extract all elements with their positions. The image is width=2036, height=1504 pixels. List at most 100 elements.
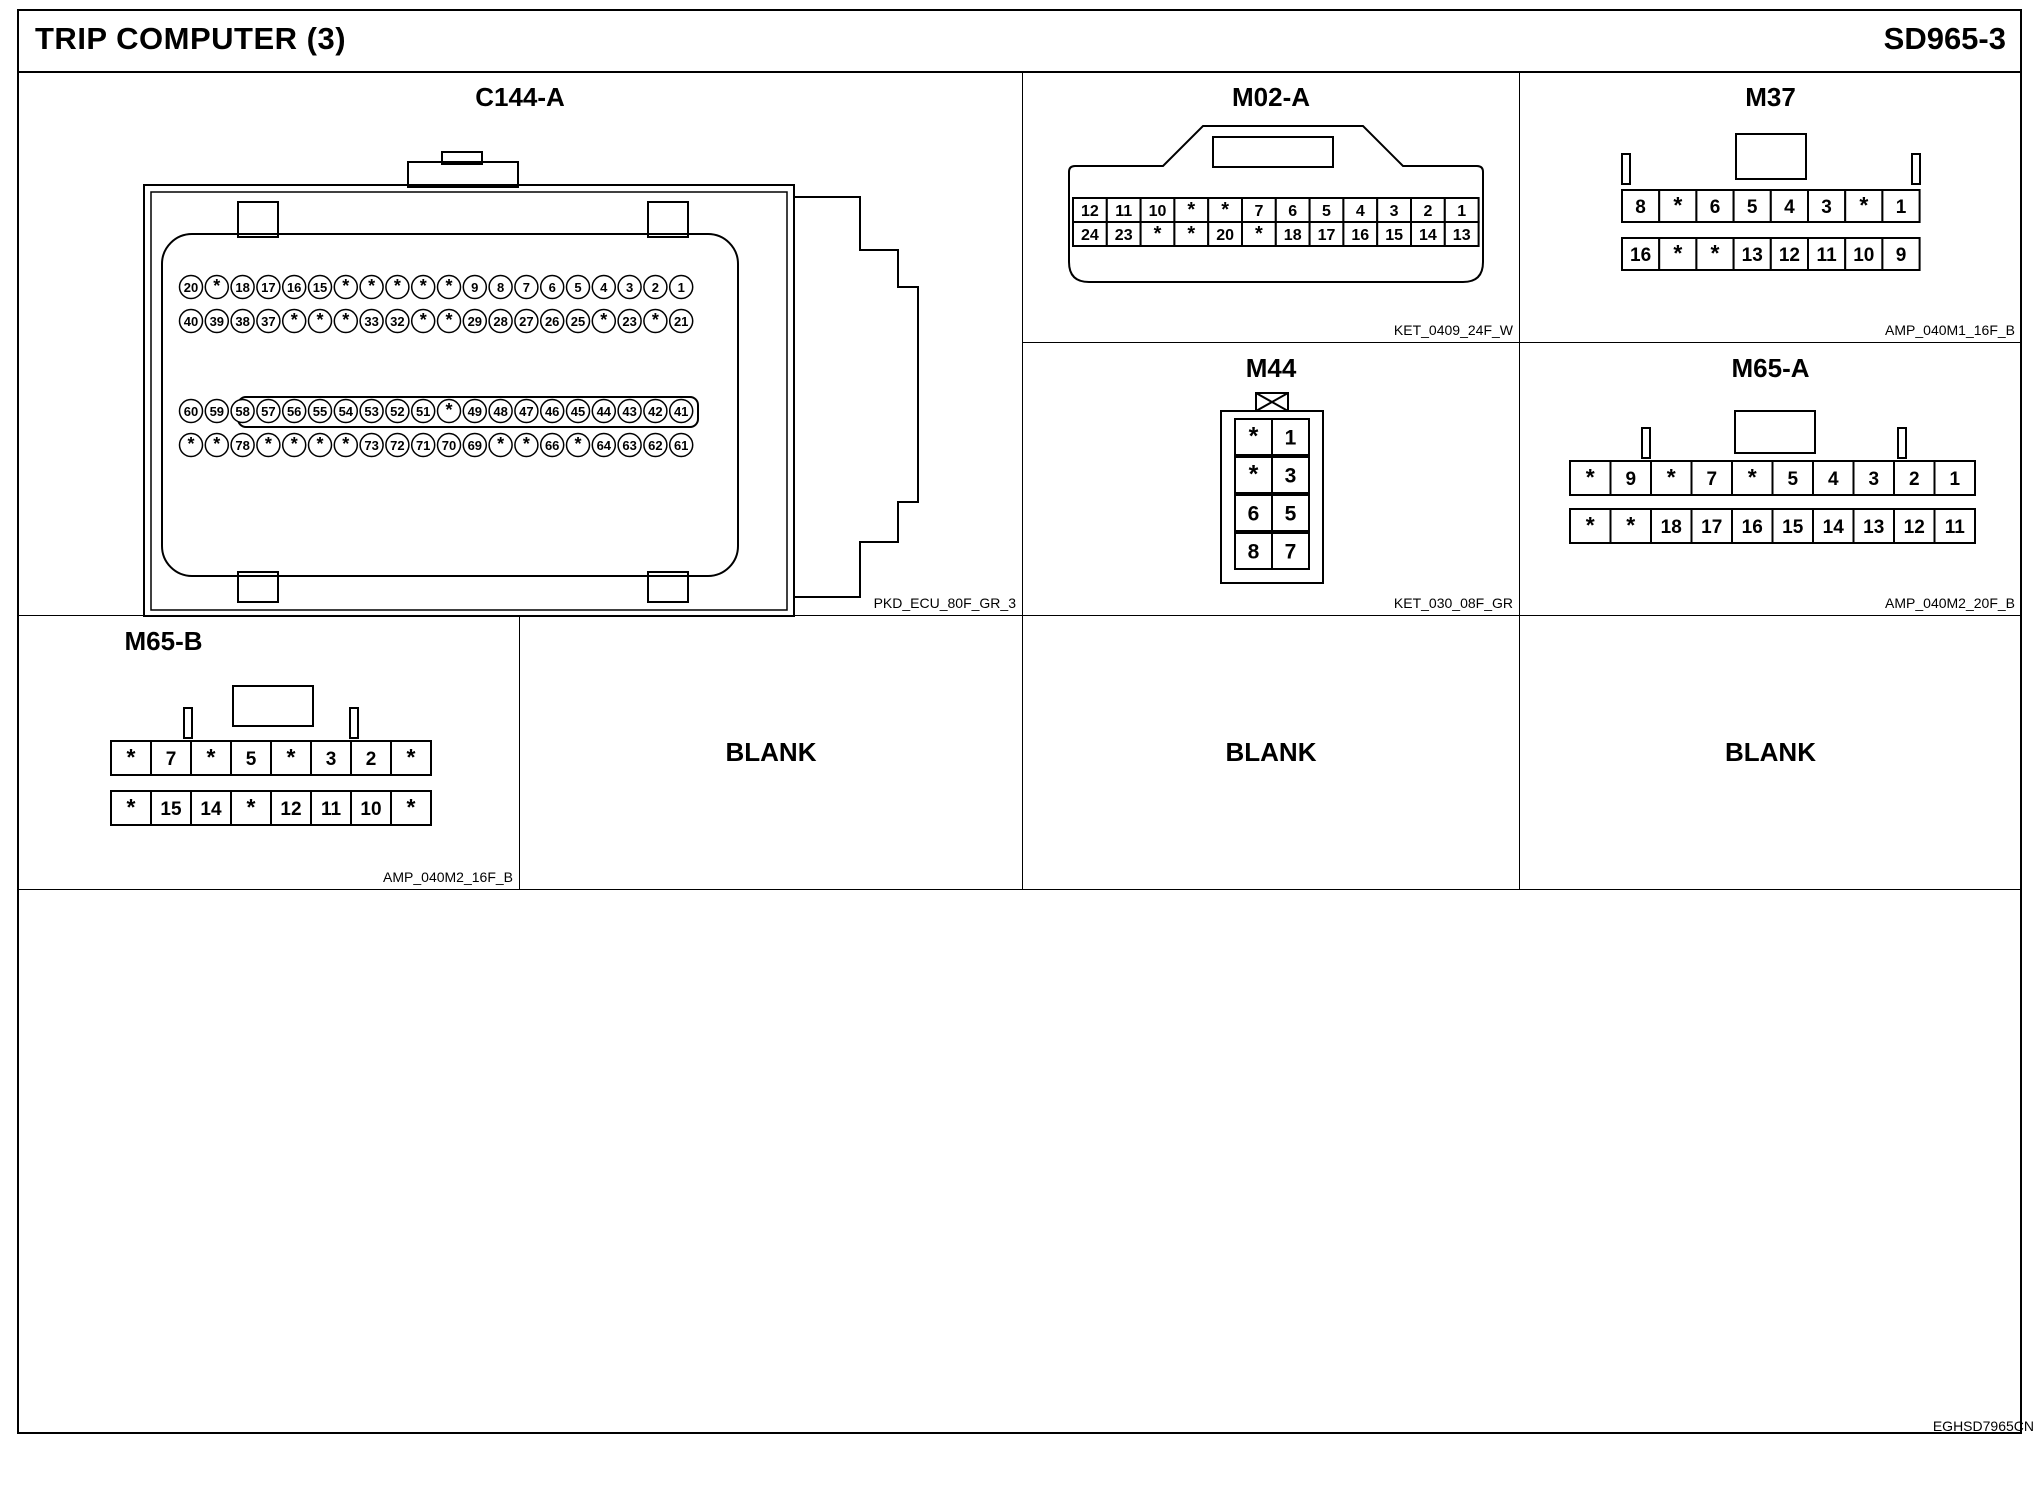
pin-circle	[178, 398, 204, 424]
pin-label: *	[1249, 423, 1259, 451]
pin-label: 27	[519, 314, 533, 329]
pin-label: 33	[364, 314, 378, 329]
pin-label: 62	[648, 438, 662, 453]
pin-label: *	[407, 794, 416, 820]
pin-label: *	[497, 434, 504, 454]
pin-cell	[1443, 221, 1480, 247]
pin-circle	[230, 274, 255, 300]
pin-circle	[591, 308, 617, 334]
pin-cell	[150, 790, 192, 826]
pin-label: *	[600, 310, 607, 330]
pin-label: *	[247, 794, 256, 820]
pin-cell	[390, 790, 432, 826]
pin-label: *	[342, 310, 349, 330]
pin-label: 15	[313, 280, 327, 295]
pin-label: 14	[200, 799, 222, 820]
pin-cell	[1271, 494, 1310, 532]
pin-circle	[410, 274, 436, 300]
connector-name: C144-A	[475, 82, 565, 112]
pin-label: 23	[622, 314, 636, 329]
pin-cell	[1852, 460, 1895, 496]
pin-circle	[436, 308, 462, 334]
blank-panel-2: BLANK	[1022, 615, 1520, 890]
pin-circle	[256, 274, 281, 300]
pin-label: 26	[545, 314, 559, 329]
pin-cell	[1771, 460, 1814, 496]
connector-ref: AMP_040M1_16F_B	[1885, 322, 2015, 338]
pin-cell	[1234, 418, 1273, 456]
pin-cell	[1933, 508, 1976, 544]
pin-circle	[643, 432, 668, 458]
connector-name: M37	[1745, 82, 1796, 112]
pin-circle	[436, 432, 462, 458]
pin-circle	[256, 308, 281, 334]
pin-circle	[462, 432, 488, 458]
pin-label: 10	[360, 799, 381, 820]
connector-name: M65-A	[1731, 353, 1810, 383]
pin-cell	[1173, 221, 1210, 247]
m65a-post-left	[1641, 427, 1651, 459]
pin-cell	[1658, 237, 1698, 271]
pin-circle	[410, 308, 436, 334]
pin-label: 54	[339, 404, 354, 419]
pin-cell	[190, 740, 232, 776]
connector-ref: KET_030_08F_GR	[1393, 595, 1513, 611]
pin-label: 47	[519, 404, 533, 419]
pin-label: 3	[1821, 197, 1832, 218]
pin-label: 11	[1817, 245, 1838, 266]
pin-label: 41	[674, 404, 688, 419]
pin-label: *	[1187, 199, 1195, 221]
m37-post-right	[1911, 153, 1921, 185]
pin-circle	[617, 274, 642, 300]
page-title: TRIP COMPUTER (3)	[35, 21, 347, 56]
pin-label: 18	[235, 280, 249, 295]
pin-circle	[514, 274, 539, 300]
pin-circle	[281, 432, 307, 458]
pin-label: 8	[1248, 541, 1260, 564]
pin-circle	[307, 432, 333, 458]
guide-left-top	[237, 201, 279, 238]
pin-circle	[256, 398, 281, 424]
pin-circle	[617, 398, 642, 424]
connector-ref: AMP_040M2_20F_B	[1885, 595, 2015, 611]
pin-cell	[1207, 221, 1243, 247]
pin-cell	[1933, 460, 1976, 496]
pin-label: 18	[1661, 517, 1682, 538]
pin-label: 39	[210, 314, 224, 329]
pin-cell	[1731, 508, 1774, 544]
pin-label: *	[291, 434, 298, 454]
pin-circle	[385, 274, 410, 300]
pin-label: 73	[364, 438, 378, 453]
pin-circle	[204, 308, 230, 334]
pin-label: *	[1255, 223, 1263, 245]
pin-label: *	[1711, 240, 1720, 266]
pin-label: 61	[674, 438, 688, 453]
pin-circle	[617, 432, 642, 458]
pin-cell	[1234, 494, 1273, 532]
pin-label: 57	[261, 404, 275, 419]
pin-label: *	[291, 310, 298, 330]
pin-label: *	[1586, 464, 1595, 490]
diagram-code: SD965-3	[1883, 21, 2006, 56]
pin-label: *	[207, 744, 216, 770]
pin-circle	[565, 432, 591, 458]
pin-label: *	[407, 744, 416, 770]
pin-label: 37	[261, 314, 275, 329]
pin-label: 17	[1701, 517, 1722, 538]
pin-label: 12	[1081, 203, 1099, 220]
pin-label: 20	[1216, 227, 1234, 244]
pin-label: 16	[1630, 245, 1651, 266]
pin-label: 17	[261, 280, 275, 295]
pin-circle	[281, 274, 307, 300]
pin-label: 15	[1385, 227, 1403, 244]
pin-circle	[333, 398, 359, 424]
pin-label: *	[1187, 223, 1195, 245]
m02a-latch	[1212, 136, 1334, 168]
